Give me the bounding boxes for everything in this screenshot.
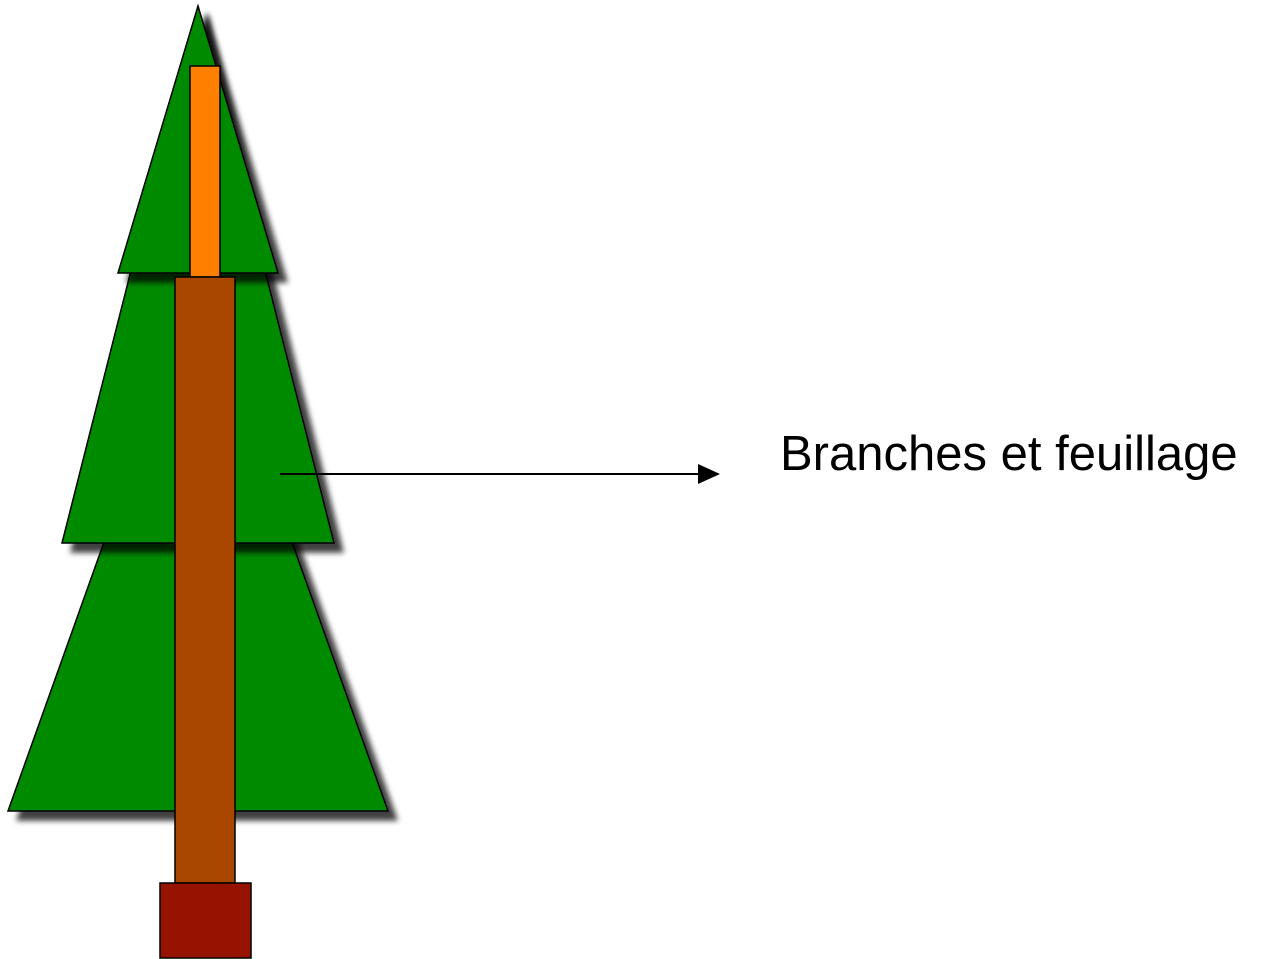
branches-label: Branches et feuillage xyxy=(780,427,1238,481)
trunk-base xyxy=(159,882,252,959)
trunk-tip xyxy=(189,65,221,278)
trunk xyxy=(174,276,236,884)
pointer-arrow-head xyxy=(698,464,720,484)
